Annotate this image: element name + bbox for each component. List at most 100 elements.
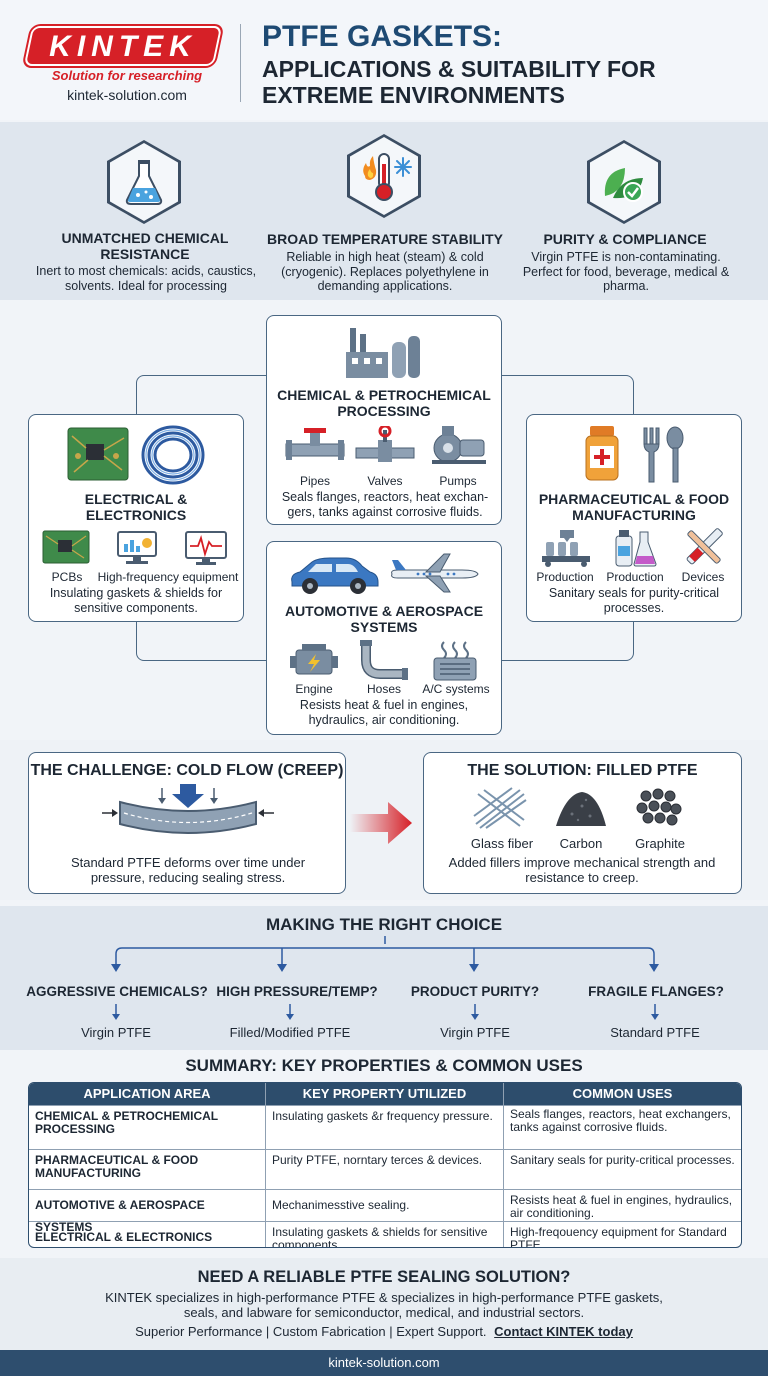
card-electrical[interactable] — [28, 414, 244, 622]
challenge-title: THE CHALLENGE: COLD FLOW (CREEP) — [30, 762, 344, 779]
lab-bottles-icon — [615, 530, 657, 567]
choice-question-3: PRODUCT PURITY? — [410, 984, 540, 999]
factory-icon — [346, 328, 420, 378]
item-high-frequency: High-frequency equipment — [97, 570, 239, 584]
arrow-right-icon — [350, 802, 412, 844]
production-line-icon — [542, 530, 590, 567]
car-icon — [291, 557, 379, 594]
cable-coil-icon — [141, 425, 205, 485]
card-desc-automotive: Resists heat & fuel in engines, hydrauli… — [299, 698, 469, 727]
filler-graphite: Graphite — [635, 836, 685, 851]
pcb-icon — [42, 530, 90, 564]
cold-flow-diagram — [102, 784, 274, 834]
item-production-2: Production — [606, 570, 664, 584]
feature-desc-temperature: Reliable in high heat (steam) & cold (cr… — [281, 250, 489, 293]
table-cell: Resists heat & fuel in engines, hydrauli… — [503, 1189, 741, 1221]
page-subtitle: APPLICATIONS & SUITABILITY FOR EXTREME E… — [262, 56, 656, 108]
table-cell: High-freqouency equipment for Standard P… — [503, 1221, 741, 1247]
table-header-uses: COMMON USES — [503, 1083, 741, 1105]
table-header-application: APPLICATION AREA — [29, 1083, 265, 1105]
item-pumps: Pumps — [439, 474, 477, 488]
contact-link[interactable]: Contact KINTEK today — [494, 1324, 633, 1339]
choice-answer-2: Filled/Modified PTFE — [229, 1025, 351, 1040]
graphite-pellets-icon — [636, 788, 682, 826]
challenge-desc: Standard PTFE deforms over time under pr… — [70, 855, 306, 885]
choice-question-4: FRAGILE FLANGES? — [588, 984, 724, 999]
cta-title: NEED A RELIABLE PTFE SEALING SOLUTION? — [197, 1268, 571, 1286]
choice-answer-3: Virgin PTFE — [440, 1025, 510, 1040]
summary-title: SUMMARY: KEY PROPERTIES & COMMON USES — [185, 1056, 583, 1075]
logo-tagline: Solution for researching — [51, 68, 203, 83]
item-production-1: Production — [536, 570, 594, 584]
choice-tree-lines — [111, 936, 659, 972]
carbon-powder-icon — [556, 792, 606, 826]
item-valves: Valves — [367, 474, 403, 488]
table-cell: CHEMICAL & PETROCHEMICAL PROCESSING — [29, 1105, 265, 1149]
card-desc-electrical: Insulating gaskets & shields for sensiti… — [49, 586, 223, 615]
fork-spoon-icon — [643, 426, 684, 483]
pipe-icon — [285, 428, 345, 460]
feature-title-purity: PURITY & COMPLIANCE — [543, 231, 707, 247]
pump-icon — [432, 426, 486, 464]
medicine-bottle-icon — [585, 426, 619, 481]
table-cell: PHARMACEUTICAL & FOOD MANUFACTURING — [29, 1149, 265, 1189]
card-desc-pharma: Sanitary seals for purity-critical proce… — [548, 586, 720, 615]
logo[interactable]: KINTEK — [49, 30, 197, 63]
card-title-chemical: CHEMICAL & PETROCHEMICAL PROCESSING — [277, 387, 491, 419]
ac-unit-icon — [433, 641, 477, 681]
page-title: PTFE GASKETS: — [262, 20, 503, 53]
thermometer-icon — [347, 134, 421, 218]
filler-glass-fiber: Glass fiber — [470, 836, 534, 851]
choice-answer-4: Standard PTFE — [610, 1025, 700, 1040]
table-header-property: KEY PROPERTY UTILIZED — [265, 1083, 503, 1105]
choice-title: MAKING THE RIGHT CHOICE — [265, 915, 503, 934]
header-url[interactable]: kintek-solution.com — [67, 87, 187, 103]
table-cell: Insulating gaskets & shields for sensiti… — [265, 1221, 503, 1247]
cta-line: Superior Performance | Custom Fabricatio… — [0, 1324, 768, 1339]
circuit-board-icon — [67, 427, 129, 481]
monitor-chart-icon — [117, 531, 157, 564]
table-cell: Purity PTFE, norntary terces & devices. — [265, 1149, 503, 1189]
card-title-electrical: ELECTRICAL & ELECTRONICS — [84, 491, 188, 523]
table-cell: Insulating gaskets &r frequency pressure… — [265, 1105, 503, 1149]
header-divider — [240, 24, 241, 102]
hose-icon — [360, 640, 408, 680]
feature-desc-purity: Virgin PTFE is non-contaminating. Perfec… — [522, 250, 730, 293]
filler-carbon: Carbon — [559, 836, 603, 851]
glass-fiber-icon — [473, 787, 527, 829]
engine-icon — [290, 644, 338, 675]
choice-question-2: HIGH PRESSURE/TEMP? — [216, 984, 378, 999]
item-engine: Engine — [295, 682, 333, 696]
summary-table: APPLICATION AREA KEY PROPERTY UTILIZED C… — [28, 1082, 742, 1248]
table-cell: Seals flanges, reactors, heat exchangers… — [503, 1105, 741, 1149]
oscilloscope-icon — [185, 531, 227, 565]
feature-desc-chemical: Inert to most chemicals: acids, caustics… — [35, 264, 257, 293]
card-pharma[interactable] — [526, 414, 742, 622]
item-pcbs: PCBs — [51, 570, 83, 584]
item-hoses: Hoses — [366, 682, 401, 696]
cta-tagline: Superior Performance | Custom Fabricatio… — [135, 1324, 487, 1339]
medical-device-icon — [686, 528, 723, 565]
card-title-pharma: PHARMACEUTICAL & FOOD MANUFACTURING — [538, 491, 730, 523]
footer-url[interactable]: kintek-solution.com — [328, 1355, 440, 1370]
solution-desc: Added fillers improve mechanical strengt… — [448, 855, 716, 885]
table-cell: AUTOMOTIVE & AEROSPACE SYSTEMS — [29, 1189, 265, 1234]
card-desc-chemical: Seals flanges, reactors, heat exchan-ger… — [281, 490, 489, 519]
solution-title: THE SOLUTION: FILLED PTFE — [467, 762, 698, 779]
feature-title-chemical: UNMATCHED CHEMICAL RESISTANCE — [61, 230, 229, 262]
item-pipes: Pipes — [299, 474, 331, 488]
footer: kintek-solution.com — [0, 1350, 768, 1376]
item-devices: Devices — [681, 570, 725, 584]
table-cell: Mechanimesstive sealing. — [265, 1189, 503, 1221]
card-title-automotive: AUTOMOTIVE & AEROSPACE SYSTEMS — [284, 603, 484, 635]
cta-band — [0, 1258, 768, 1350]
cta-body: KINTEK specializes in high-performance P… — [105, 1290, 663, 1320]
feature-title-temperature: BROAD TEMPERATURE STABILITY — [267, 231, 503, 247]
choice-question-1: AGGRESSIVE CHEMICALS? — [26, 984, 208, 999]
item-ac-systems: A/C systems — [422, 682, 490, 696]
card-chemical[interactable] — [266, 315, 502, 525]
valve-icon — [355, 426, 415, 462]
choice-band — [0, 906, 768, 1050]
airplane-icon — [391, 553, 479, 593]
choice-answer-1: Virgin PTFE — [81, 1025, 151, 1040]
